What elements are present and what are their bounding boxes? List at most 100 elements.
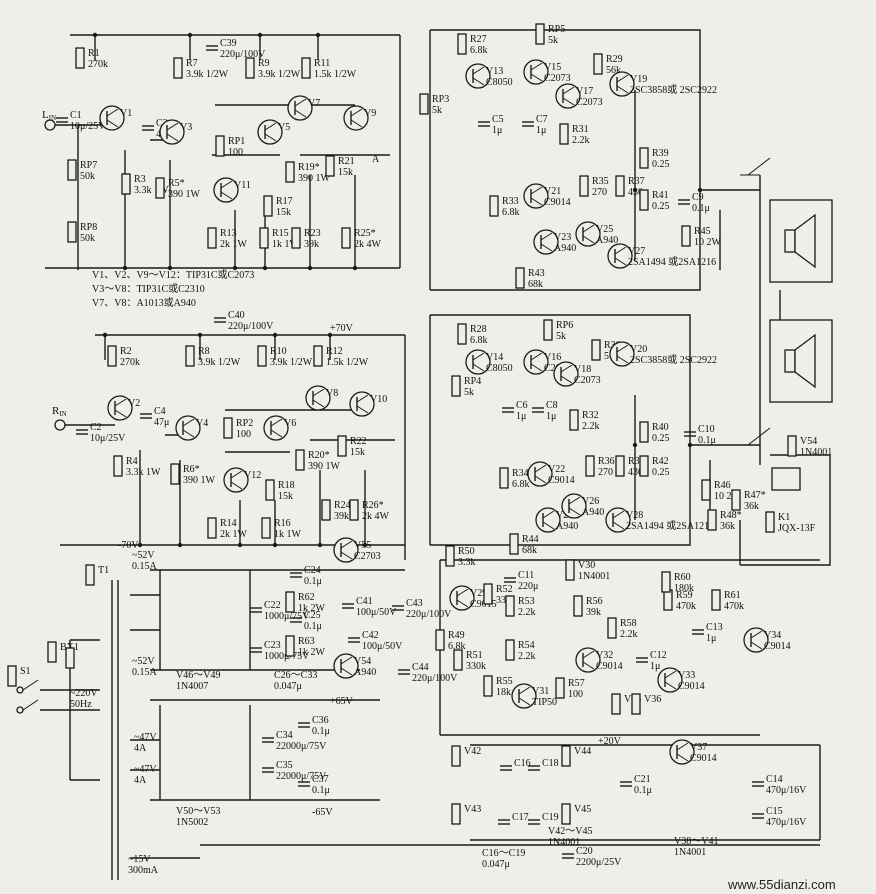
r16-value: 1k 1W (274, 529, 302, 540)
v27-value: 2SA1494 或2SA1216 (628, 256, 716, 268)
rp4-value: 5k (464, 387, 474, 398)
r3-value: 3.3k 1W (134, 185, 169, 196)
v54-value: 1N4001 (800, 447, 832, 458)
junction-dot (632, 442, 638, 448)
c6-ref: C6 (516, 400, 528, 411)
v30-value: 1N4001 (578, 571, 610, 582)
c2-ref: C2 (90, 422, 102, 433)
junction-dot (687, 442, 693, 448)
r41-value: 0.25 (652, 201, 670, 212)
v12-ref: V12 (244, 470, 261, 481)
left-input-sub: IN (49, 114, 56, 122)
right-input-sub: IN (59, 410, 66, 418)
r21-ref: R21 (338, 156, 355, 167)
r62-value: 1k 2W (298, 603, 326, 614)
r37-value: 430 (628, 187, 643, 198)
c41-value: 100μ/50V (356, 607, 397, 618)
r51-value: 330k (466, 661, 486, 672)
r30-ref: R30 (604, 340, 621, 351)
r43-value: 68k (528, 279, 543, 290)
r47-resistor: R47*36k (731, 489, 766, 512)
v50-v53-value: 1N5002 (176, 817, 208, 828)
junction-dot (102, 332, 108, 338)
r20-ref: R20* (308, 450, 330, 461)
r14-value: 2k 1W (220, 529, 248, 540)
rp6-ref: RP6 (556, 320, 573, 331)
r46-value: 10 2W (714, 491, 742, 502)
rp7-ref: RP7 (80, 160, 97, 171)
c18-ref: C18 (542, 758, 559, 769)
r33-ref: R33 (502, 196, 519, 207)
47v-value: 4A (134, 743, 147, 754)
t1-ref: T1 (98, 565, 109, 576)
r25-ref: R25* (354, 228, 376, 239)
v11-transistor: V11 (213, 177, 251, 203)
r33-value: 6.8k (502, 207, 520, 218)
c14-ref: C14 (766, 774, 783, 785)
r27-ref: R27 (470, 34, 487, 45)
v33-ref: V33 (678, 670, 695, 681)
r28-ref: R28 (470, 324, 487, 335)
v15-ref: V15 (544, 62, 561, 73)
r2-value: 270k (120, 357, 140, 368)
v20-ref: V20 (630, 344, 647, 355)
c4-ref: C4 (154, 406, 166, 417)
rp8-ref: RP8 (80, 222, 97, 233)
v13-value: C8050 (486, 77, 513, 88)
c12-ref: C12 (650, 650, 667, 661)
r20-value: 390 1W (308, 461, 341, 472)
v46-v49-ref: V46～V49 (176, 670, 220, 681)
r5-value: 390 1W (168, 189, 201, 200)
r19-resistor: R19*390 1W (285, 161, 331, 184)
r36-ref: R36 (598, 456, 615, 467)
junction-dot (697, 187, 703, 193)
rp2-value: 100 (236, 429, 251, 440)
220v-value: 50Hz (70, 699, 92, 710)
c16-capacitor: C16 (500, 758, 531, 771)
r6-resistor: R6*390 1W (170, 463, 216, 486)
c9-capacitor: C90.1μ (678, 192, 710, 214)
v22-ref: V22 (548, 464, 565, 475)
rail-minus70: -70V (118, 540, 139, 551)
v36-ref: V36 (644, 694, 661, 705)
fuse-bx1 (65, 647, 75, 669)
c5-ref: C5 (492, 114, 504, 125)
left-speaker-icon (769, 199, 833, 283)
c26-c33-ref: C26～C33 (274, 670, 317, 681)
v46-v49-value: 1N4007 (176, 681, 208, 692)
r28-value: 6.8k (470, 335, 488, 346)
v18-value: C2073 (574, 375, 601, 386)
note-2: V3～V8：TIP31C或C2310 (92, 283, 205, 295)
v38-v41-ref: V38～V41 (674, 836, 718, 847)
15v-ref: ~15V (128, 854, 151, 865)
r41-ref: R41 (652, 190, 669, 201)
rail-minus65: -65V (312, 807, 333, 818)
v16-ref: V16 (544, 352, 561, 363)
r51-ref: R51 (466, 650, 483, 661)
